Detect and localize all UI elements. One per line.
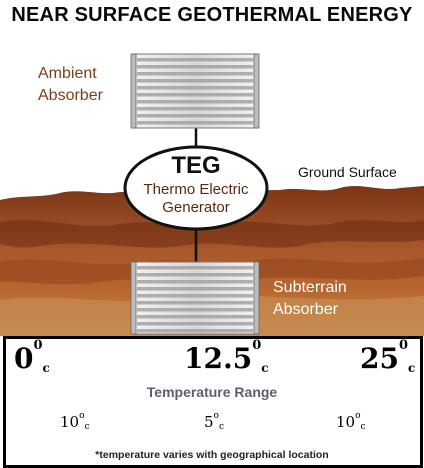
interval-1: 10oc — [60, 411, 90, 432]
absorber-fin — [137, 308, 253, 312]
temp-max-degree: 0 — [398, 338, 409, 353]
teg-line1: Thermo Electric — [143, 181, 249, 198]
temp-mid-unit: c — [261, 361, 269, 375]
absorber-fin — [137, 121, 253, 125]
subterrain-absorber-label: Subterrain Absorber — [273, 277, 347, 321]
temperature-range-label: Temperature Range — [146, 384, 278, 400]
absorber-fin — [137, 107, 253, 111]
absorber-fin — [137, 86, 253, 90]
absorber-fin — [137, 65, 253, 69]
teg-abbreviation: TEG — [171, 152, 221, 179]
interval-1-value: 10 — [60, 413, 80, 431]
absorber-fin — [137, 273, 253, 277]
absorber-fin — [137, 315, 253, 319]
interval-3-unit: c — [360, 422, 366, 432]
subterrain-label-line2: Absorber — [273, 301, 338, 318]
teg-ellipse — [123, 145, 269, 231]
interval-3: 10oc — [336, 411, 366, 432]
absorber-fin — [137, 329, 253, 333]
absorber-fin — [137, 79, 253, 83]
absorber-fin — [137, 280, 253, 284]
temperature-panel — [3, 336, 423, 468]
absorber-fin — [137, 301, 253, 305]
interval-2-unit: c — [218, 422, 225, 432]
ambient-absorber-panel — [130, 53, 260, 129]
temp-max: 250 c — [360, 338, 416, 375]
interval-2-value: 5 — [204, 413, 214, 431]
teg-line2: Generator — [162, 199, 230, 216]
interval-3-degree: o — [355, 411, 361, 421]
interval-2-degree: o — [213, 411, 219, 421]
teg-fullname: Thermo Electric Generator — [128, 181, 264, 217]
temp-max-unit: c — [408, 361, 416, 375]
temp-min-degree: 0 — [33, 338, 43, 353]
temp-min-value: 0 — [14, 342, 34, 375]
footnote: *temperature varies with geographical lo… — [95, 449, 329, 461]
subterrain-label-line1: Subterrain — [273, 279, 347, 296]
subterrain-absorber-panel — [130, 261, 260, 335]
ambient-label-line2: Absorber — [38, 87, 103, 104]
absorber-fin — [137, 114, 253, 118]
ground-surface-label: Ground Surface — [298, 164, 397, 180]
ambient-absorber-label: Ambient Absorber — [38, 63, 103, 107]
absorber-fin — [137, 322, 253, 326]
temp-mid: 12.50 c — [184, 338, 269, 375]
temp-mid-degree: 0 — [252, 338, 262, 353]
absorber-fin — [137, 58, 253, 62]
absorber-fin — [137, 72, 253, 76]
absorber-fin — [137, 287, 253, 291]
absorber-fin — [137, 100, 253, 104]
interval-2: 5oc — [204, 411, 225, 432]
absorber-fin — [137, 294, 253, 298]
temp-min: 00c — [14, 338, 50, 375]
interval-1-degree: o — [79, 411, 85, 421]
temp-max-value: 25 — [360, 342, 399, 375]
absorber-fin — [137, 266, 253, 270]
page-title: NEAR SURFACE GEOTHERMAL ENERGY — [11, 4, 413, 26]
interval-1-unit: c — [84, 422, 90, 432]
interval-3-value: 10 — [336, 413, 356, 431]
absorber-fin — [137, 93, 253, 97]
ambient-label-line1: Ambient — [38, 65, 97, 82]
temp-min-unit: c — [42, 361, 50, 375]
temp-mid-value: 12.5 — [184, 342, 253, 375]
